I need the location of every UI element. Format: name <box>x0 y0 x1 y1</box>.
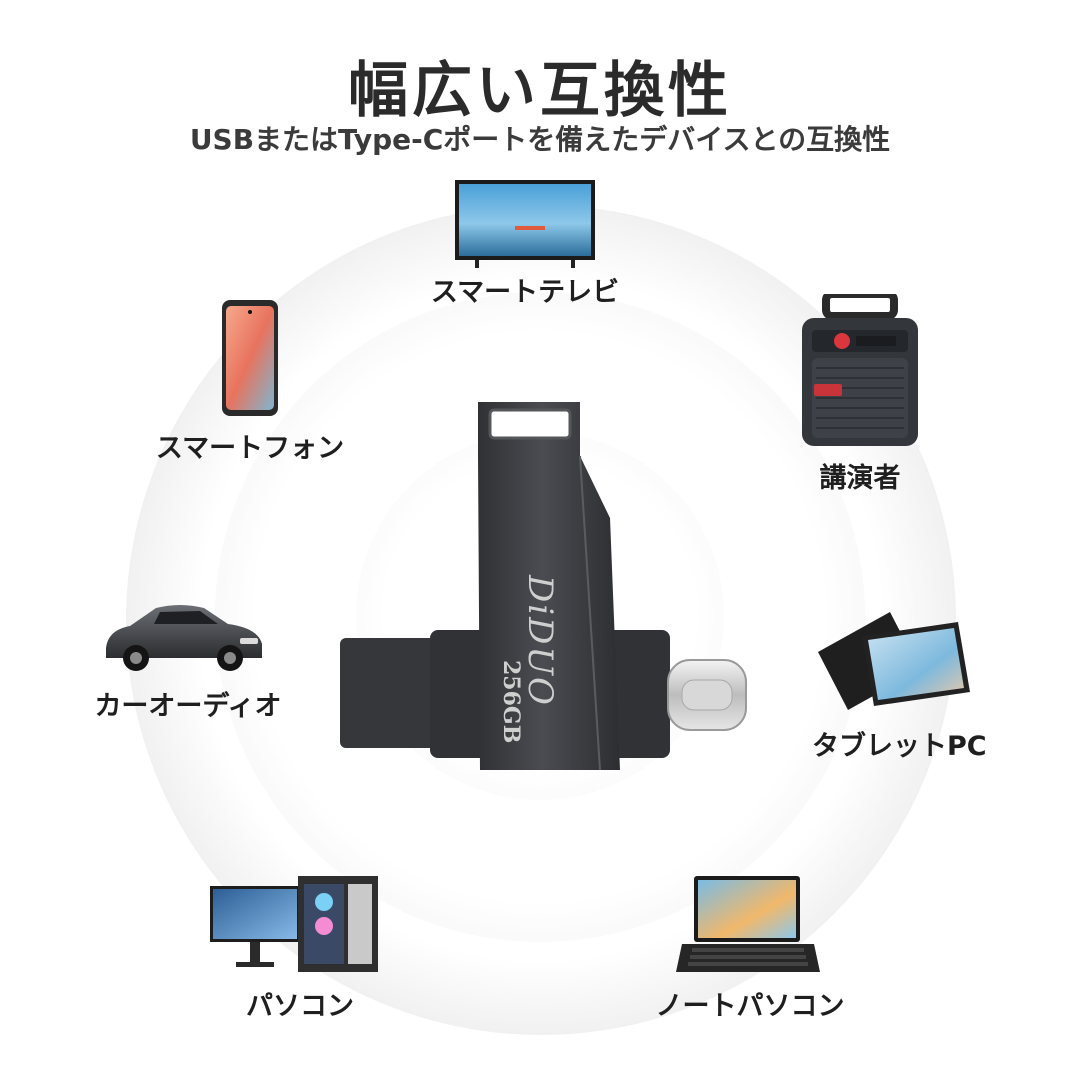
product-brand-logo: DiDUO <box>520 575 560 707</box>
desktop-pc-icon <box>210 876 378 972</box>
device-label-tablet: タブレットPC <box>812 731 987 762</box>
device-label-pc: パソコン <box>246 991 354 1022</box>
device-label-speaker: 講演者 <box>819 463 901 494</box>
usb-flash-drive-image <box>340 402 747 771</box>
page-subtitle: USBまたはType-Cポートを備えたデバイスとの互換性 <box>189 123 891 156</box>
device-label-tv: スマートテレビ <box>430 277 620 308</box>
device-label-smartphone: スマートフォン <box>155 433 345 464</box>
product-capacity-label: 256GB <box>498 660 524 744</box>
smart-tv-icon <box>455 180 595 268</box>
car-icon <box>106 605 262 671</box>
tablet-icon <box>818 612 970 710</box>
laptop-icon <box>676 876 820 972</box>
speaker-icon <box>802 294 918 446</box>
smartphone-icon <box>222 300 278 416</box>
device-label-laptop: ノートパソコン <box>655 991 845 1022</box>
page-title: 幅広い互換性 <box>348 56 732 126</box>
device-label-car: カーオーディオ <box>94 691 282 722</box>
